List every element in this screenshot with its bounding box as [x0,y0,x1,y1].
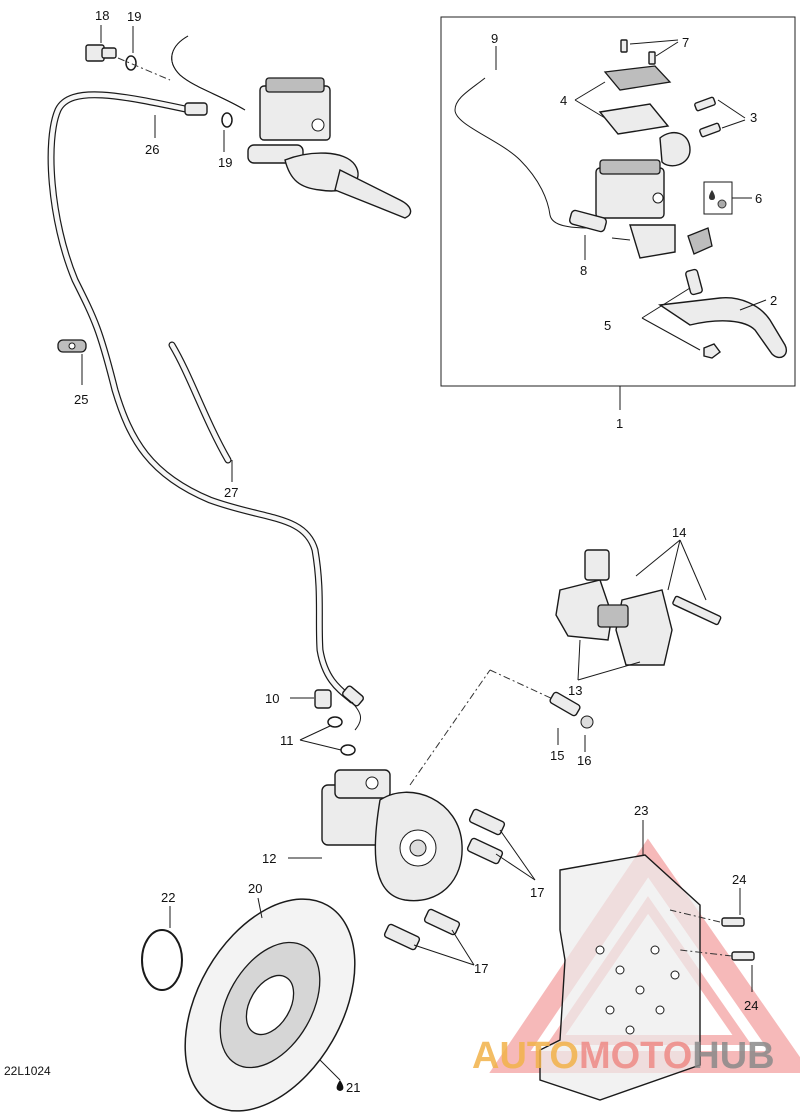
callout-6: 6 [755,191,762,206]
callout-15: 15 [550,748,564,763]
o-ring [141,929,183,991]
callout-23: 23 [634,803,648,818]
callout-9: 9 [491,31,498,46]
callout-2: 2 [770,293,777,308]
callout-25: 25 [74,392,88,407]
callout-labels: 1 2 3 4 5 6 7 8 9 10 11 12 13 14 15 16 1… [74,8,777,1095]
diagram-reference-code: 22L1024 [4,1064,51,1078]
brake-disc [184,898,356,1112]
disc-guard [539,854,701,1101]
brake-caliper [321,769,463,902]
sealing-washer-top [125,55,137,71]
callout-20: 20 [248,881,262,896]
callout-4: 4 [560,93,567,108]
callout-21: 21 [346,1080,360,1095]
callout-3: 3 [750,110,757,125]
banjo-bolt-top [85,44,117,62]
hose-clip [57,339,87,353]
callout-11: 11 [280,733,294,748]
brake-hose [47,91,364,731]
callout-18: 18 [95,8,109,23]
callout-24a: 24 [732,872,746,887]
callout-26: 26 [145,142,159,157]
callout-5: 5 [604,318,611,333]
watermark-text-hub: HUB [692,1035,774,1077]
callout-16: 16 [577,753,591,768]
callout-14: 14 [672,525,686,540]
callout-10: 10 [265,691,279,706]
callout-22: 22 [161,890,175,905]
callout-17b: 17 [474,961,488,976]
callout-13: 13 [568,683,582,698]
callout-7: 7 [682,35,689,50]
callout-12: 12 [262,851,276,866]
oil-drop-icon [336,1080,344,1091]
brake-pads [555,549,673,666]
callout-8: 8 [580,263,587,278]
callout-19a: 19 [127,9,141,24]
callout-17a: 17 [530,885,544,900]
master-cylinder-assembly [171,35,412,219]
watermark-text-auto: AUTO [472,1035,579,1077]
lubricant-symbol-box [703,181,733,215]
callout-1: 1 [616,416,623,431]
callout-27: 27 [224,485,238,500]
watermark-text-moto: MOTO [579,1035,692,1077]
callout-24b: 24 [744,998,758,1013]
master-cylinder-kit-frame [440,16,796,387]
watermark-text: AUTOMOTOHUB [472,1035,775,1077]
callout-19b: 19 [218,155,232,170]
